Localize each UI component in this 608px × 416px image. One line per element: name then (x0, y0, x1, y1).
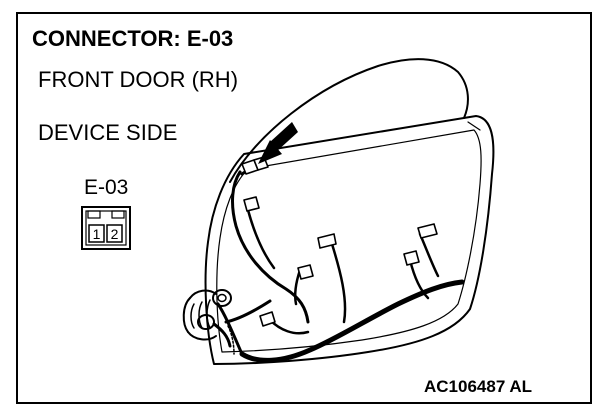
connector-face-symbol: 1 2 (81, 206, 131, 250)
connector-name-label: E-03 (84, 176, 129, 199)
arrow-pointer-icon (258, 122, 298, 164)
side-label: DEVICE SIDE (38, 120, 178, 145)
connector-pin-2: 2 (111, 226, 119, 242)
diagram-frame: CONNECTOR: E-03 FRONT DOOR (RH) DEVICE S… (16, 12, 592, 404)
reference-code: AC106487 AL (424, 377, 533, 396)
connector-title: CONNECTOR: E-03 (32, 26, 234, 51)
connector-pin-1: 1 (93, 226, 101, 242)
front-door-illustration (182, 58, 495, 365)
location-label: FRONT DOOR (RH) (38, 67, 239, 92)
